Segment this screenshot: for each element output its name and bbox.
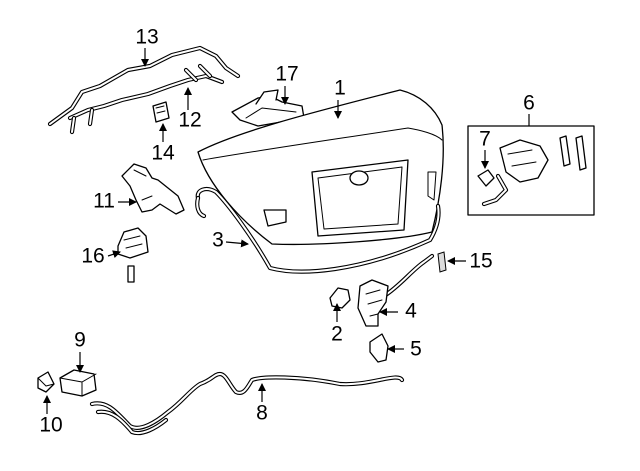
- latch-cover: [369, 333, 389, 363]
- callout-8: 8: [256, 402, 268, 425]
- callout-17: 17: [275, 63, 298, 86]
- callout-11: 11: [93, 190, 115, 213]
- callout-9: 9: [74, 329, 86, 352]
- callout-3: 3: [212, 229, 224, 252]
- callout-10: 10: [39, 414, 62, 437]
- lock-cylinder-kit: [467, 125, 595, 216]
- callout-7: 7: [479, 128, 491, 151]
- trunk-latch: [357, 253, 435, 327]
- latch-striker: [329, 287, 351, 309]
- trunk-bumper-stop: [117, 227, 149, 283]
- callout-4: 4: [405, 300, 417, 323]
- callout-1: 1: [334, 77, 346, 100]
- callout-14: 14: [151, 142, 175, 165]
- trunk-wire-harness: [47, 45, 241, 135]
- callout-12: 12: [178, 109, 201, 132]
- callout-labels: 1 2 3 4 5 6 7 8 9 10 11 12 13 14 15 16 1…: [39, 26, 535, 437]
- callout-15: 15: [469, 250, 492, 273]
- cable-clip-box: [59, 369, 97, 397]
- callout-2: 2: [331, 323, 343, 346]
- trunk-release-cable: [89, 371, 405, 436]
- trunk-lid: [197, 89, 444, 246]
- leader-lines: [43, 48, 530, 414]
- trunk-weatherstrip: [195, 187, 441, 274]
- trunk-hinge: [121, 163, 185, 215]
- callout-16: 16: [81, 245, 104, 268]
- callout-13: 13: [135, 26, 158, 49]
- cable-clip-small: [37, 371, 55, 393]
- callout-6: 6: [523, 92, 535, 115]
- harness-connector: [152, 101, 170, 123]
- callout-5: 5: [410, 338, 422, 361]
- opener-switch: [437, 251, 447, 273]
